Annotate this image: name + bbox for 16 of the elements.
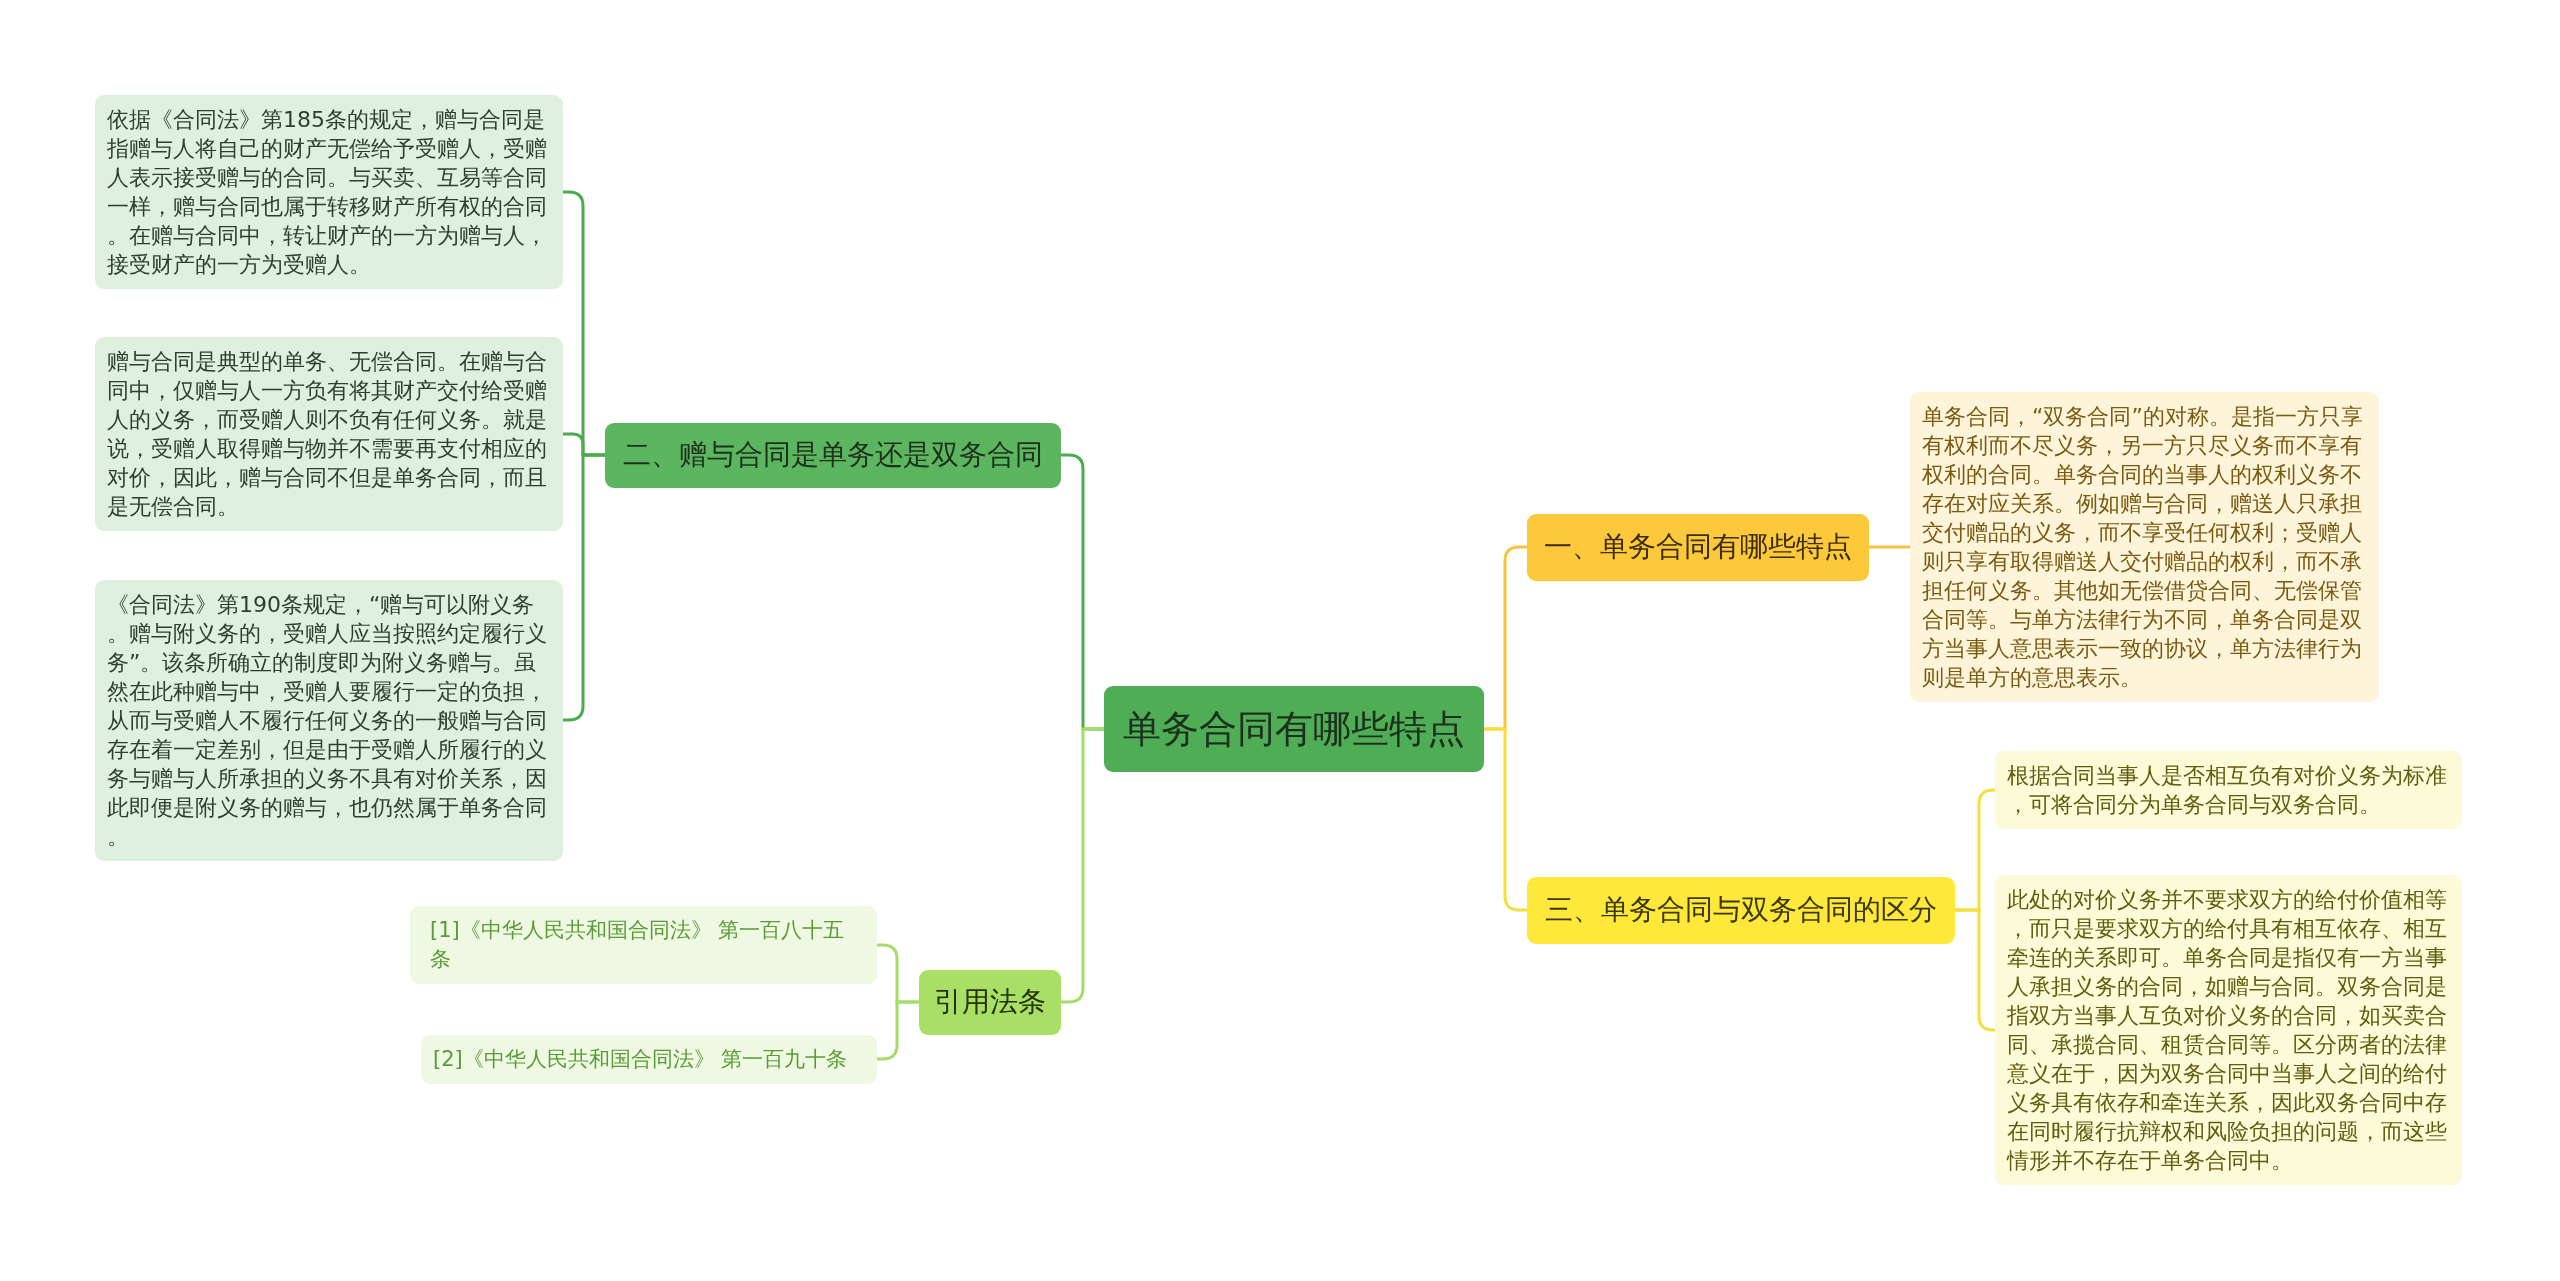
note-box: 此处的对价义务并不要求双方的给付价值相等，而只是要求双方的给付具有相互依存、相互牵连的关系即可。单务合同是指仅有一方当事人承担义务的合同，如赠与合同。双务合同是指双方当事人互负对价义务的合同，如买卖合同、承揽合同、租赁合同等。区分两者的法律意义在于，因为双务合同中当事人之间的给付义务具有依存和牵连关系，因此双务合同中存在同时履行抗辩权和风险负担的问题，而这些情形并不存在于单务合同中。 — [1995, 875, 2462, 1185]
branch-topic-box: 一、单务合同有哪些特点 — [1527, 513, 1869, 581]
note-box: 单务合同，“双务合同”的对称。是指一方只享有权利而不尽义务，另一方只尽义务而不享有权利的合同。单务合同的当事人的权利义务不存在对应关系。例如赠与合同，赠送人只承担交付赠品的义务，而不享受任何权利；受赠人则只享有取得赠送人交付赠品的权利，而不承担任何义务。其他如无偿借贷合同、无偿保管合同等。与单方法律行为不同，单务合同是双方当事人意思表示一致的协议，单方法律行为则是单方的意思表示。 — [1910, 392, 2379, 702]
note-box: 依据《合同法》第185条的规定，赠与合同是指赠与人将自己的财产无偿给予受赠人，受赠人表示接受赠与的合同。与买卖、互易等合同一样，赠与合同也属于转移财产所有权的合同。在赠与合同中，转让财产的一方为赠与人，接受财产的一方为受赠人。 — [95, 95, 563, 289]
citation-box: [1]《中华人民共和国合同法》 第一百八十五条 — [410, 906, 877, 984]
connector-line — [1869, 545, 1910, 549]
branch-topic-box: 三、单务合同与双务合同的区分 — [1527, 876, 1955, 944]
branch-topic-box: 二、赠与合同是单务还是双务合同 — [605, 422, 1061, 488]
central-topic-box: 单务合同有哪些特点 — [1104, 686, 1484, 772]
note-box: 《合同法》第190条规定，“赠与可以附义务。赠与附义务的，受赠人应当按照约定履行义务”。该条所确立的制度即为附义务赠与。虽然在此种赠与中，受赠人要履行一定的负担，从而与受赠人不履行任何义务的一般赠与合同存在着一定差别，但是由于受赠人所履行的义务与赠与人所承担的义务不具有对价关系，因此即便是附义务的赠与，也仍然属于单务合同。 — [95, 579, 563, 861]
branch-topic-box: 引用法条 — [919, 969, 1061, 1035]
connector-line — [1484, 727, 1527, 912]
note-box: 赠与合同是典型的单务、无偿合同。在赠与合同中，仅赠与人一方负有将其财产交付给受赠人的义务，而受赠人则不负有任何义务。就是说，受赠人取得赠与物并不需要再支付相应的对价，因此，赠与合同不但是单务合同，而且是无偿合同。 — [95, 337, 563, 531]
note-box: 根据合同当事人是否相互负有对价义务为标准，可将合同分为单务合同与双务合同。 — [1995, 751, 2462, 829]
connector-line — [1061, 727, 1104, 1004]
citation-box: [2]《中华人民共和国合同法》 第一百九十条 — [421, 1034, 877, 1084]
